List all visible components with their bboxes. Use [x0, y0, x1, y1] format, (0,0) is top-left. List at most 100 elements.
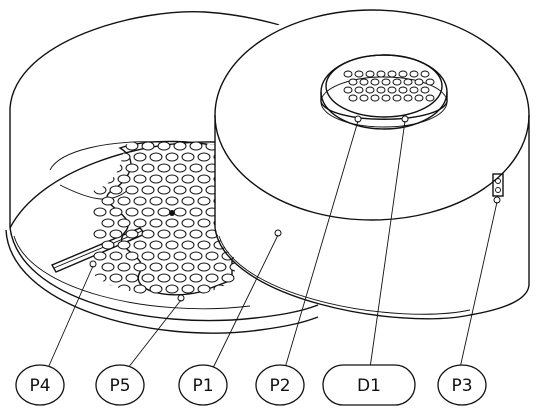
tray-wall-line [49, 141, 161, 171]
plate-hole [189, 229, 203, 239]
collar-hole [409, 70, 419, 78]
leader-p5 [127, 299, 182, 369]
callout-d1-label: D1 [357, 376, 381, 396]
collar-hole [370, 94, 380, 102]
plate-hole [157, 207, 171, 217]
plate-hole [149, 196, 163, 206]
plate-hole [93, 185, 107, 195]
callouts: P4 P5 P1 P2 D1 P3 [15, 364, 487, 406]
plate-hole [125, 207, 139, 217]
plate-hole [149, 262, 163, 272]
callout-p4-label: P4 [29, 376, 50, 396]
plate-hole [101, 196, 115, 206]
callout-p1-label: P1 [192, 376, 213, 396]
lid-bottom-rim [218, 235, 471, 315]
plate-hole [197, 152, 211, 162]
plate-hole [141, 185, 155, 195]
plate-hole [93, 273, 107, 283]
plate-hole [109, 273, 123, 283]
plate-hole [181, 262, 195, 272]
callout-p2-bubble [255, 364, 305, 406]
plate-hole [117, 196, 131, 206]
plate-hole [173, 273, 187, 283]
plate-hole [181, 174, 195, 184]
collar-hole [409, 86, 419, 94]
plate-hole [165, 262, 179, 272]
plate-hole [189, 163, 203, 173]
plate-hole [197, 262, 211, 272]
plate-hole [93, 229, 107, 239]
plate-hole [133, 262, 147, 272]
plate-hole [165, 196, 179, 206]
collar-hole [343, 86, 353, 94]
plate-hole [101, 262, 115, 272]
plate-hole [165, 152, 179, 162]
plate-hole [165, 174, 179, 184]
callout-p3-bubble [437, 364, 487, 406]
plate-hole [117, 284, 131, 294]
collar-hole [392, 78, 402, 86]
plate-hole [149, 152, 163, 162]
callout-p3-label: P3 [451, 376, 472, 396]
plate-hole [173, 141, 187, 151]
tray-inner-arc [59, 184, 129, 200]
plate-hole [157, 229, 171, 239]
tray-ledge-inner [53, 230, 143, 269]
plate-hole [133, 174, 147, 184]
plate-hole [101, 284, 115, 294]
leader-p4 [47, 265, 94, 369]
plate-hole [157, 163, 171, 173]
collar-hole [420, 86, 430, 94]
tray-bottom-outer [9, 227, 319, 322]
lid-bottom-curve [214, 227, 530, 320]
plate-hole [125, 273, 139, 283]
callout-p5-bubble [95, 364, 145, 406]
collar-base [320, 76, 448, 128]
side-bracket [492, 173, 504, 197]
callout-d1-bubble [322, 364, 416, 406]
leader-p1 [212, 234, 279, 369]
plate-hole [181, 284, 195, 294]
leader-p2 [284, 120, 359, 369]
plate-hole [165, 240, 179, 250]
callout-p2-label: P2 [269, 376, 290, 396]
plate-hole [141, 163, 155, 173]
collar-holes [343, 70, 435, 102]
collar-hole [365, 70, 375, 78]
plate-hole [117, 174, 131, 184]
plate-hole [181, 218, 195, 228]
plate-hole [197, 196, 211, 206]
plate-hole [181, 196, 195, 206]
bracket-hole-1 [495, 178, 501, 184]
callout-p5-label: P5 [109, 376, 130, 396]
plate-hole [157, 251, 171, 261]
plate-hole [109, 207, 123, 217]
collar-hole [381, 78, 391, 86]
plate-hole [93, 251, 107, 261]
plate-center-hole [169, 210, 175, 216]
plate-hole [221, 273, 235, 283]
collar-hole [354, 86, 364, 94]
collar-hole [359, 94, 369, 102]
plate-hole [149, 174, 163, 184]
collar-hole [392, 94, 402, 102]
plate-hole [165, 284, 179, 294]
plate-hole [125, 251, 139, 261]
leader-d1 [369, 120, 406, 369]
collar-hole [365, 86, 375, 94]
plate-hole [197, 284, 211, 294]
collar-hole [420, 70, 430, 78]
plate-hole [101, 240, 115, 250]
collar-hole [376, 70, 386, 78]
collar-hole [359, 78, 369, 86]
plate-hole [173, 207, 187, 217]
plate-hole [157, 185, 171, 195]
plate-hole [133, 196, 147, 206]
plate-hole [189, 207, 203, 217]
collar-inner [325, 54, 443, 118]
plate-hole [109, 229, 123, 239]
collar-hole [348, 94, 358, 102]
plate-hole [101, 218, 115, 228]
collar-hole [370, 78, 380, 86]
